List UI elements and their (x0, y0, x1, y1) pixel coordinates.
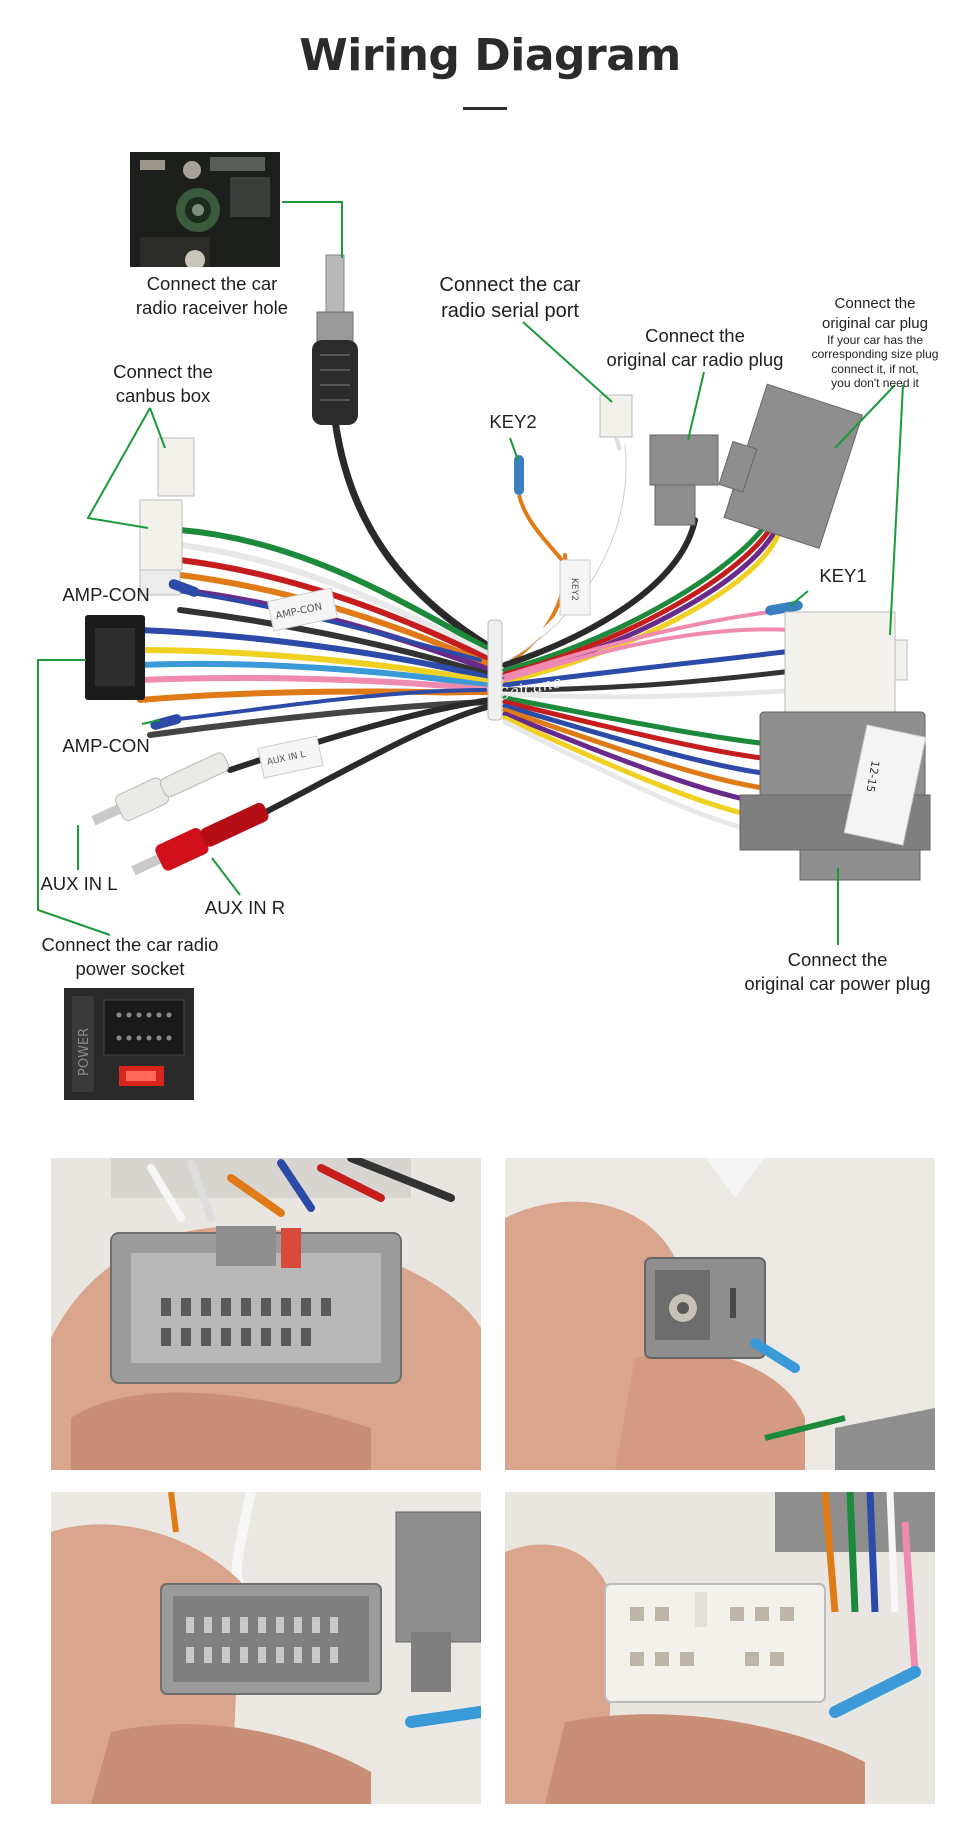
cable-tie (487, 619, 503, 721)
power-plug-label: 12-15 (863, 759, 881, 793)
page-title: Wiring Diagram (299, 30, 681, 81)
photo-grey-power-connector (51, 1158, 481, 1470)
amp-con-tip-top (168, 579, 200, 597)
orig-radio-plug-shape (649, 434, 719, 526)
sleeve-key2-text: KEY2 (569, 578, 579, 601)
sleeve-amp: AMP-CON (266, 587, 338, 632)
sleeve-aux: AUX IN L (257, 735, 324, 779)
serial-port-connector (599, 394, 633, 451)
white-connector-right (784, 611, 908, 713)
sleeve-key2: KEY2 (559, 559, 591, 616)
orig-power-plug-shape: 12-15 (739, 711, 931, 881)
label-amp-con-top: AMP-CON (62, 584, 150, 605)
label-serial-port: Connect the car radio serial port (439, 274, 581, 322)
label-aux-in-r: AUX IN R (204, 897, 286, 918)
rca-red-plug (131, 802, 269, 876)
label-aux-in-l: AUX IN L (40, 873, 118, 894)
black-power-connector (85, 615, 145, 700)
rca-white-plug (91, 752, 230, 826)
label-power-socket: Connect the car radio power socket (41, 934, 219, 980)
antenna-hole-photo (130, 152, 280, 267)
label-key1: KEY1 (819, 565, 867, 586)
label-receiver-hole: Connect the car radio raceiver hole (135, 273, 289, 319)
label-orig-car-plug-note: If your car has the corresponding size p… (811, 333, 939, 391)
label-key2: KEY2 (489, 411, 537, 432)
label-orig-car-plug: Connect the original car plug (822, 295, 928, 332)
power-socket-photo: POWER (64, 988, 194, 1100)
canbus-connector (139, 437, 195, 596)
harness-diagram: Seicane AMP-CON KEY2 AUX IN L (37, 201, 931, 945)
photo-grey-radio-connector (51, 1492, 481, 1804)
label-orig-radio-plug: Connect the original car radio plug (606, 325, 784, 371)
amp-con-tip-bottom (150, 714, 182, 730)
label-orig-power-plug: Connect the original car power plug (744, 949, 931, 995)
photo-grey-antenna-connector (505, 1158, 935, 1470)
photo-white-connector (505, 1492, 935, 1804)
title-underline (463, 107, 507, 110)
label-canbus: Connect the canbus box (113, 361, 213, 407)
key2-tip (514, 455, 564, 562)
leader-lines (37, 201, 904, 945)
label-amp-con-bottom: AMP-CON (62, 735, 150, 756)
power-socket-text: POWER (77, 1028, 92, 1076)
wire-bundle (137, 416, 803, 838)
orig-car-plug-shape (718, 383, 864, 549)
antenna-connector (312, 254, 358, 425)
